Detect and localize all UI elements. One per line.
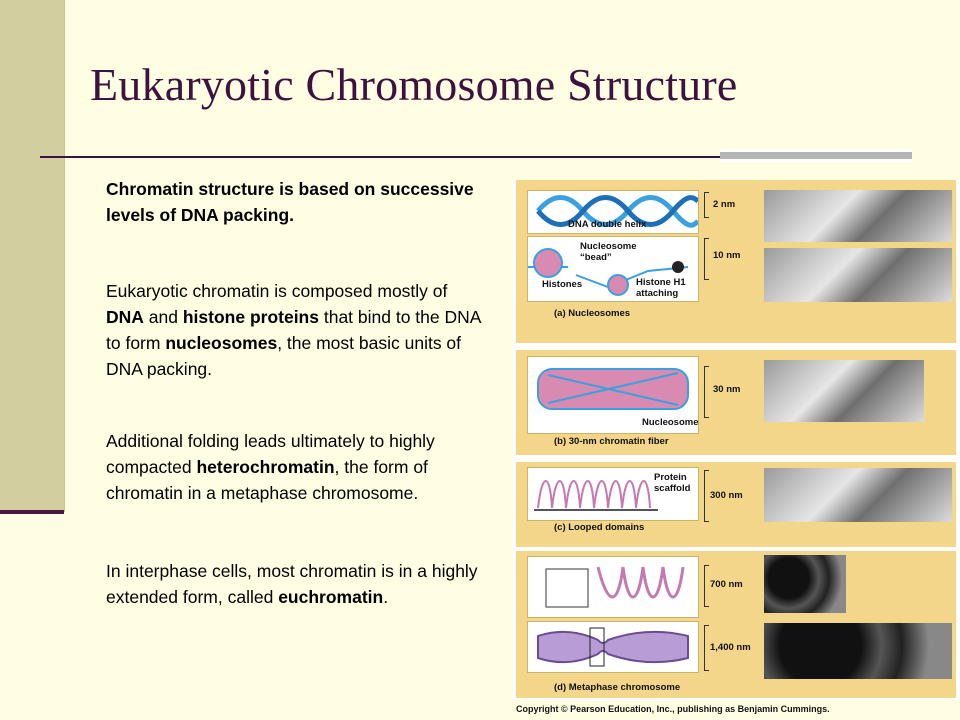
panel-looped-domains: Protein scaffold 300 nm (c) Looped domai… <box>516 462 956 547</box>
protein-scaffold-label: Protein scaffold <box>654 472 691 494</box>
fiber-diagram: Nucleosome <box>527 356 699 434</box>
term-dna: DNA <box>106 307 144 327</box>
scale-bracket-10nm <box>704 238 709 280</box>
nucleosome-illustration <box>528 248 689 296</box>
slide-body: Chromatin structure is based on successi… <box>106 176 486 610</box>
term-euchromatin: euchromatin <box>278 587 384 607</box>
term-histone-proteins: histone proteins <box>182 307 319 327</box>
dna-double-helix-label: DNA double helix <box>568 219 647 230</box>
histone-h1-label: Histone H1 attaching <box>636 277 686 299</box>
paragraph-eukaryotic-chromatin: Eukaryotic chromatin is composed mostly … <box>106 281 481 379</box>
metaphase-chromosome-illustration <box>537 627 689 667</box>
coiled-domains-illustration <box>545 566 685 608</box>
caption-a: (a) Nucleosomes <box>554 308 631 319</box>
chromosome-diagram <box>527 621 699 673</box>
scale-30nm: 30 nm <box>713 384 741 395</box>
paragraph-additional-folding: Additional folding leads ultimately to h… <box>106 431 435 503</box>
slide-title: Eukaryotic Chromosome Structure <box>90 59 738 110</box>
panel-nucleosomes: DNA double helix 2 nm Nucleosome “bead” … <box>516 180 956 343</box>
scale-bracket-700nm <box>704 565 709 607</box>
scale-bracket-1400nm <box>704 625 709 671</box>
nucleosome-diagram: Nucleosome “bead” Histones Histone H1 at… <box>527 236 699 302</box>
em-photo-looped <box>764 468 952 522</box>
fiber-illustration <box>537 368 689 410</box>
scale-bracket-2nm <box>704 192 709 218</box>
scale-2nm: 2 nm <box>713 199 736 210</box>
scale-bracket-30nm <box>704 366 709 418</box>
term-heterochromatin: heterochromatin <box>196 457 335 477</box>
term-nucleosomes: nucleosomes <box>165 333 278 353</box>
dna-helix-illustration <box>536 195 698 228</box>
copyright-notice: Copyright © Pearson Education, Inc., pub… <box>516 704 830 714</box>
looped-diagram: Protein scaffold <box>527 467 699 521</box>
em-photo-dna <box>764 190 952 242</box>
title-rule <box>40 156 720 158</box>
panel-metaphase-chromosome: 700 nm 1,400 nm (d) Metaphase chromosome <box>516 551 956 698</box>
scale-700nm: 700 nm <box>710 579 743 590</box>
em-photo-fiber <box>764 360 924 422</box>
paragraph-chromatin-structure: Chromatin structure is based on successi… <box>106 179 474 225</box>
em-photo-chromosome <box>764 623 952 679</box>
left-accent-bar <box>0 0 65 512</box>
em-photo-nucleosomes <box>764 248 952 302</box>
chromatin-packing-figure: DNA double helix 2 nm Nucleosome “bead” … <box>512 180 960 700</box>
histones-label: Histones <box>542 279 583 290</box>
nucleosome-label: Nucleosome <box>642 417 699 428</box>
scale-10nm: 10 nm <box>713 250 741 261</box>
looped-domains-illustration <box>534 480 658 511</box>
panel-30nm-fiber: Nucleosome 30 nm (b) 30-nm chromatin fib… <box>516 350 956 455</box>
caption-b: (b) 30-nm chromatin fiber <box>554 436 669 447</box>
nucleosome-bead-label: Nucleosome “bead” <box>580 241 637 263</box>
dna-helix-diagram: DNA double helix <box>527 190 699 234</box>
title-rule-accent <box>720 149 912 162</box>
coil-diagram <box>527 556 699 618</box>
paragraph-interphase: In interphase cells, most chromatin is i… <box>106 561 478 607</box>
left-accent-underline <box>0 510 64 514</box>
scale-300nm: 300 nm <box>710 490 743 501</box>
scale-1400nm: 1,400 nm <box>710 642 751 653</box>
em-photo-700nm <box>764 555 846 613</box>
scale-bracket-300nm <box>704 470 709 522</box>
caption-c: (c) Looped domains <box>554 522 645 533</box>
caption-d: (d) Metaphase chromosome <box>554 682 681 693</box>
